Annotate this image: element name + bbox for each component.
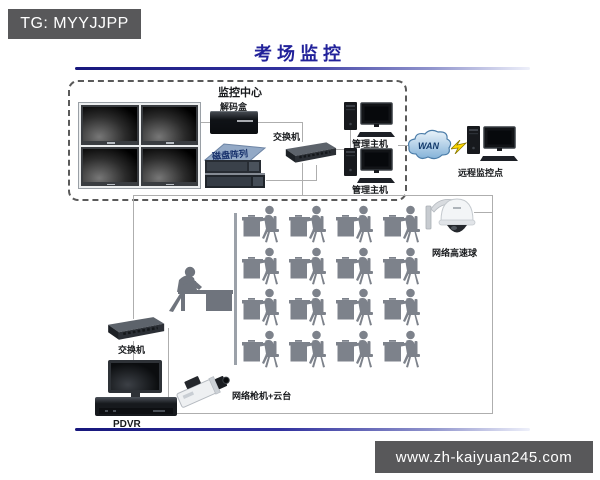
decoder-device (210, 111, 258, 134)
pdvr-label: PDVR (113, 419, 141, 430)
student-desk-icon (241, 287, 285, 327)
core-switch-device (280, 140, 338, 171)
connection-line (133, 341, 134, 362)
bottom-divider (75, 428, 530, 431)
connection-line (266, 180, 316, 181)
video-monitor (140, 105, 198, 145)
video-monitor (81, 146, 139, 186)
monitoring-center-box (68, 80, 407, 201)
dome-camera-icon (424, 194, 478, 251)
room-switch-device (100, 315, 168, 348)
connection-line (336, 149, 351, 150)
connection-line (200, 122, 211, 123)
monitoring-center-label: 监控中心 (218, 87, 262, 99)
video-monitor (140, 146, 198, 186)
student-desk-icon (288, 329, 332, 369)
student-desk-icon (241, 246, 285, 286)
decoder-label: 解码盒 (220, 102, 248, 112)
connection-line (474, 212, 493, 213)
video-monitor (81, 105, 139, 145)
host-pc-top-icon (343, 101, 399, 143)
student-desk-icon (382, 204, 426, 244)
student-desk-icon (382, 287, 426, 327)
pdvr-device (95, 397, 177, 416)
student-desk-icon (335, 329, 379, 369)
connection-line (133, 195, 493, 196)
student-desk-icon (382, 246, 426, 286)
connection-line (168, 413, 493, 414)
connection-line (398, 145, 408, 146)
host-pc-bottom-label: 管理主机 (352, 185, 389, 195)
student-desk-icon (335, 204, 379, 244)
connection-line (302, 122, 303, 142)
room-monitor-icon (108, 360, 162, 400)
website-badge: www.zh-kaiyuan245.com (375, 441, 593, 473)
connection-line (316, 165, 317, 181)
proctor-desk-icon (162, 262, 236, 319)
box-camera-label: 网络枪机+云台 (232, 391, 292, 401)
box-camera-icon (172, 362, 234, 415)
disk-array-device (203, 139, 267, 193)
wan-cloud-icon (406, 127, 453, 169)
room-divider-wall (234, 213, 237, 365)
host-pc-bottom-icon (343, 147, 399, 189)
connection-line (133, 195, 134, 319)
student-desk-icon (335, 246, 379, 286)
room-switch-label: 交换机 (118, 345, 146, 355)
student-desk-icon (335, 287, 379, 327)
connection-line (168, 328, 169, 414)
student-desk-grid (241, 204, 436, 372)
remote-pc-label: 远程监控点 (458, 168, 504, 178)
student-desk-icon (382, 329, 426, 369)
video-wall (78, 102, 201, 189)
student-desk-icon (241, 204, 285, 244)
remote-pc-icon (466, 125, 522, 167)
connection-line (492, 195, 493, 414)
student-desk-icon (288, 246, 332, 286)
student-desk-icon (288, 204, 332, 244)
top-divider (75, 67, 530, 70)
watermark-badge-top: TG: MYYJJPP (8, 9, 141, 39)
page-title: 考场监控 (0, 40, 600, 69)
student-desk-icon (241, 329, 285, 369)
student-desk-icon (288, 287, 332, 327)
wan-label: WAN (418, 141, 439, 151)
host-pc-top-label: 管理主机 (352, 139, 389, 149)
core-switch-label: 交换机 (273, 132, 301, 142)
connection-line (302, 163, 303, 196)
dome-camera-label: 网络高速球 (432, 248, 478, 258)
lightning-icon (449, 139, 468, 159)
connection-line (257, 122, 303, 123)
